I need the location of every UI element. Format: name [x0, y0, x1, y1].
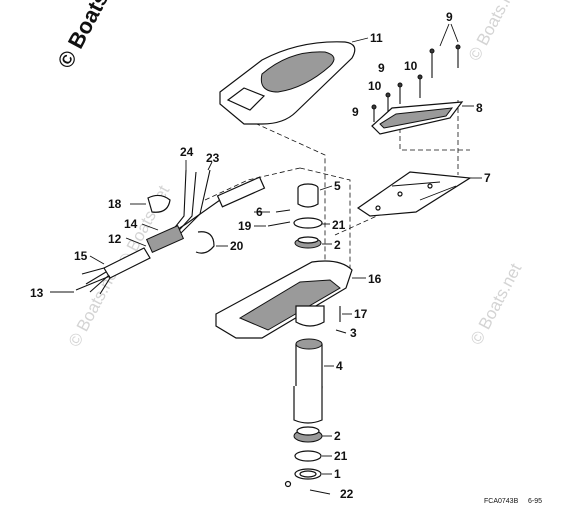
- callout-13: 13: [30, 286, 44, 300]
- watermark-tile-1: © Boats.net: [465, 0, 524, 64]
- callout-2-lower: 2: [334, 429, 341, 443]
- part-4-shaft-tube: [293, 338, 334, 424]
- callout-1: 1: [334, 467, 341, 481]
- part-17-3-small-parts: [335, 306, 352, 334]
- part-7-lower-plate: [356, 171, 482, 217]
- callout-22: 22: [340, 487, 354, 501]
- callout-11: 11: [370, 31, 383, 45]
- callout-2-upper: 2: [334, 238, 341, 252]
- callout-16: 16: [368, 272, 382, 286]
- callout-6: 6: [256, 205, 263, 219]
- callout-24: 24: [180, 145, 194, 159]
- callout-21-upper: 21: [332, 218, 346, 232]
- callout-9-top: 9: [446, 10, 453, 24]
- callout-14: 14: [124, 217, 138, 231]
- part-8-upper-plate: [371, 101, 474, 135]
- part-21-2-upper-rings: [293, 217, 332, 249]
- callout-10-mid: 10: [368, 79, 382, 93]
- callout-10-top: 10: [404, 59, 418, 73]
- part-5-pinion: [297, 183, 333, 208]
- cable-assembly: [50, 160, 270, 295]
- callout-15: 15: [74, 249, 88, 263]
- callout-18: 18: [108, 197, 122, 211]
- part-16-housing: [215, 260, 366, 339]
- callout-9-mid: 9: [378, 61, 385, 75]
- callout-5: 5: [334, 179, 341, 193]
- callout-23: 23: [206, 151, 220, 165]
- callout-20: 20: [230, 239, 244, 253]
- callout-17: 17: [354, 307, 368, 321]
- callout-8: 8: [476, 101, 483, 115]
- watermark-main: © Boats: [52, 0, 113, 72]
- callout-9-left: 9: [352, 105, 359, 119]
- callout-4: 4: [336, 359, 343, 373]
- part-11-top-cover: [219, 37, 369, 125]
- part-6-19-pins: [267, 209, 291, 227]
- drawing-code: FCA0743B: [484, 498, 519, 505]
- screws-9-10: [371, 23, 461, 122]
- callout-7: 7: [484, 171, 491, 185]
- callout-3: 3: [350, 326, 357, 340]
- part-22-pin: [284, 480, 331, 495]
- callout-19: 19: [238, 219, 252, 233]
- watermark-tile-2: © Boats.net: [467, 260, 526, 348]
- callout-21-lower: 21: [334, 449, 348, 463]
- callout-12: 12: [108, 232, 122, 246]
- part-2-21-1-lower-rings: [293, 426, 332, 480]
- date-code: 6-95: [528, 498, 542, 505]
